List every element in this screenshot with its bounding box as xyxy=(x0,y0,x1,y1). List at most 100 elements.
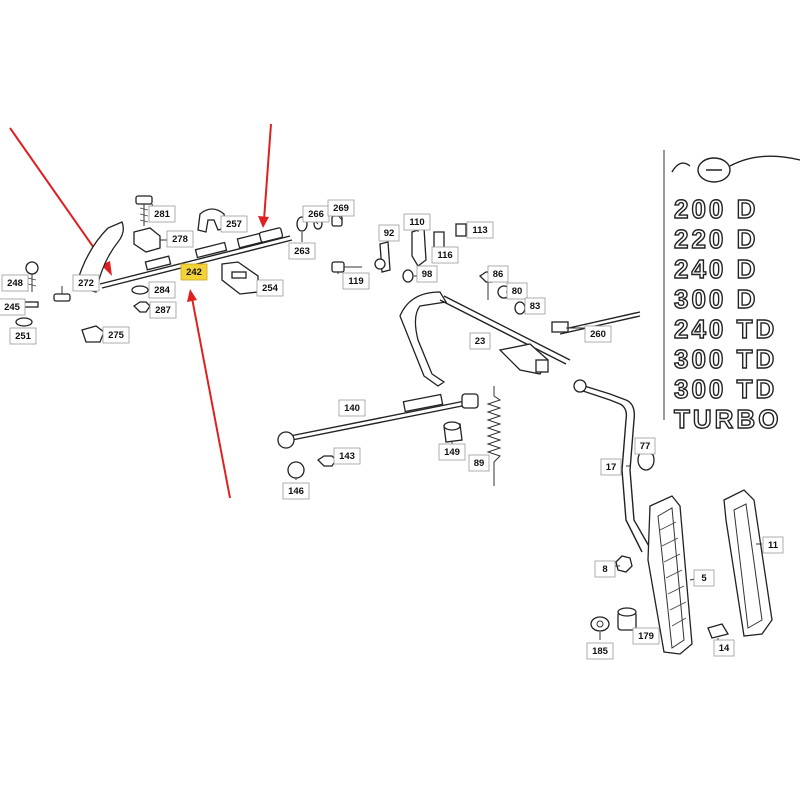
callout-box-116 xyxy=(431,246,459,264)
callout-label-89: 89 xyxy=(474,458,485,469)
callout-label-179: 179 xyxy=(638,631,654,642)
callout-89: 89 xyxy=(468,454,490,472)
callout-8: 8 xyxy=(594,560,616,578)
callout-23: 23 xyxy=(469,332,491,350)
badge-turbo: TURBO xyxy=(674,404,781,434)
callout-14: 14 xyxy=(713,639,735,657)
badge-240td: 240 TD xyxy=(674,314,777,344)
callout-box-23 xyxy=(469,332,491,350)
callout-77: 77 xyxy=(634,437,656,455)
callout-92: 92 xyxy=(378,224,400,242)
callout-label-143: 143 xyxy=(339,451,355,462)
callout-label-14: 14 xyxy=(719,643,730,654)
callout-label-272: 272 xyxy=(78,278,94,289)
callout-label-119: 119 xyxy=(348,276,363,287)
callout-box-260 xyxy=(584,325,612,343)
callout-box-275 xyxy=(102,326,130,344)
callout-box-77 xyxy=(634,437,656,455)
pedal-assembly xyxy=(573,379,773,655)
callout-label-17: 17 xyxy=(606,462,617,473)
callout-box-257 xyxy=(220,215,248,233)
callout-272: 272 xyxy=(72,274,100,292)
callout-label-251: 251 xyxy=(15,331,32,342)
badge-220d: 220 D xyxy=(674,224,758,254)
callout-box-17 xyxy=(600,458,622,476)
callout-113: 113 xyxy=(466,221,494,239)
arrow-head-top xyxy=(258,216,269,228)
callout-label-281: 281 xyxy=(154,209,171,220)
steering-wheel-icon xyxy=(671,155,800,183)
badge-300td-2: 300 TD xyxy=(674,374,777,404)
callout-label-149: 149 xyxy=(444,447,460,458)
callout-box-14 xyxy=(713,639,735,657)
callout-box-245 xyxy=(0,298,26,316)
callout-185: 185 xyxy=(586,642,614,660)
callout-box-113 xyxy=(466,221,494,239)
callout-label-77: 77 xyxy=(640,441,651,452)
callout-box-284 xyxy=(148,281,176,299)
callout-box-185 xyxy=(586,642,614,660)
callout-label-242: 242 xyxy=(186,267,202,278)
callout-box-269 xyxy=(327,199,355,217)
callout-box-149 xyxy=(438,443,466,461)
callout-box-110 xyxy=(403,213,431,231)
callout-label-140: 140 xyxy=(344,403,360,414)
callout-242: 242 xyxy=(180,263,208,281)
callout-label-116: 116 xyxy=(437,250,452,261)
callout-label-146: 146 xyxy=(288,486,304,497)
model-badges: 200 D 220 D 240 D 300 D 240 TD 300 TD 30… xyxy=(663,150,800,435)
callout-179: 179 xyxy=(632,627,660,645)
callout-245: 245 xyxy=(0,298,26,316)
callout-label-269: 269 xyxy=(333,203,349,214)
callout-86: 86 xyxy=(487,265,509,283)
callout-box-251 xyxy=(9,327,37,345)
callout-label-275: 275 xyxy=(108,330,125,341)
callout-box-248 xyxy=(1,274,29,292)
callout-110: 110 xyxy=(403,213,431,231)
callout-label-98: 98 xyxy=(422,269,433,280)
callout-140: 140 xyxy=(338,399,366,417)
callout-260: 260 xyxy=(584,325,612,343)
callout-116: 116 xyxy=(431,246,459,264)
callout-label-248: 248 xyxy=(7,278,23,289)
callout-label-257: 257 xyxy=(226,219,242,230)
callout-label-11: 11 xyxy=(768,540,779,551)
callout-label-284: 284 xyxy=(154,285,171,296)
callout-label-266: 266 xyxy=(308,209,324,220)
callout-label-113: 113 xyxy=(472,225,487,236)
callout-box-5 xyxy=(693,569,715,587)
callout-box-146 xyxy=(282,482,310,500)
callout-box-140 xyxy=(338,399,366,417)
callout-label-8: 8 xyxy=(602,564,607,575)
callout-box-242 xyxy=(180,263,208,281)
badge-300d: 300 D xyxy=(674,284,758,314)
callout-266: 266 xyxy=(302,205,330,223)
callout-label-110: 110 xyxy=(409,217,424,228)
callout-box-254 xyxy=(256,279,284,297)
callout-284: 284 xyxy=(148,281,176,299)
callout-box-272 xyxy=(72,274,100,292)
callout-label-86: 86 xyxy=(493,269,504,280)
callout-251: 251 xyxy=(9,327,37,345)
callout-119: 119 xyxy=(342,272,370,290)
callout-box-119 xyxy=(342,272,370,290)
callout-box-143 xyxy=(333,447,361,465)
annotation-arrows xyxy=(9,123,272,499)
callout-80: 80 xyxy=(506,282,528,300)
callout-254: 254 xyxy=(256,279,284,297)
red-arrow-bottom xyxy=(191,297,231,499)
callout-17: 17 xyxy=(600,458,622,476)
linkage-assembly xyxy=(331,223,641,387)
callout-box-98 xyxy=(416,265,438,283)
pedal-grip-pattern xyxy=(659,521,687,627)
callout-287: 287 xyxy=(149,301,177,319)
callout-box-179 xyxy=(632,627,660,645)
badge-300td-1: 300 TD xyxy=(674,344,777,374)
callout-11: 11 xyxy=(762,536,784,554)
callout-label-263: 263 xyxy=(294,246,310,257)
callout-263: 263 xyxy=(288,242,316,260)
callout-146: 146 xyxy=(282,482,310,500)
arrow-head-bottom xyxy=(187,289,197,302)
